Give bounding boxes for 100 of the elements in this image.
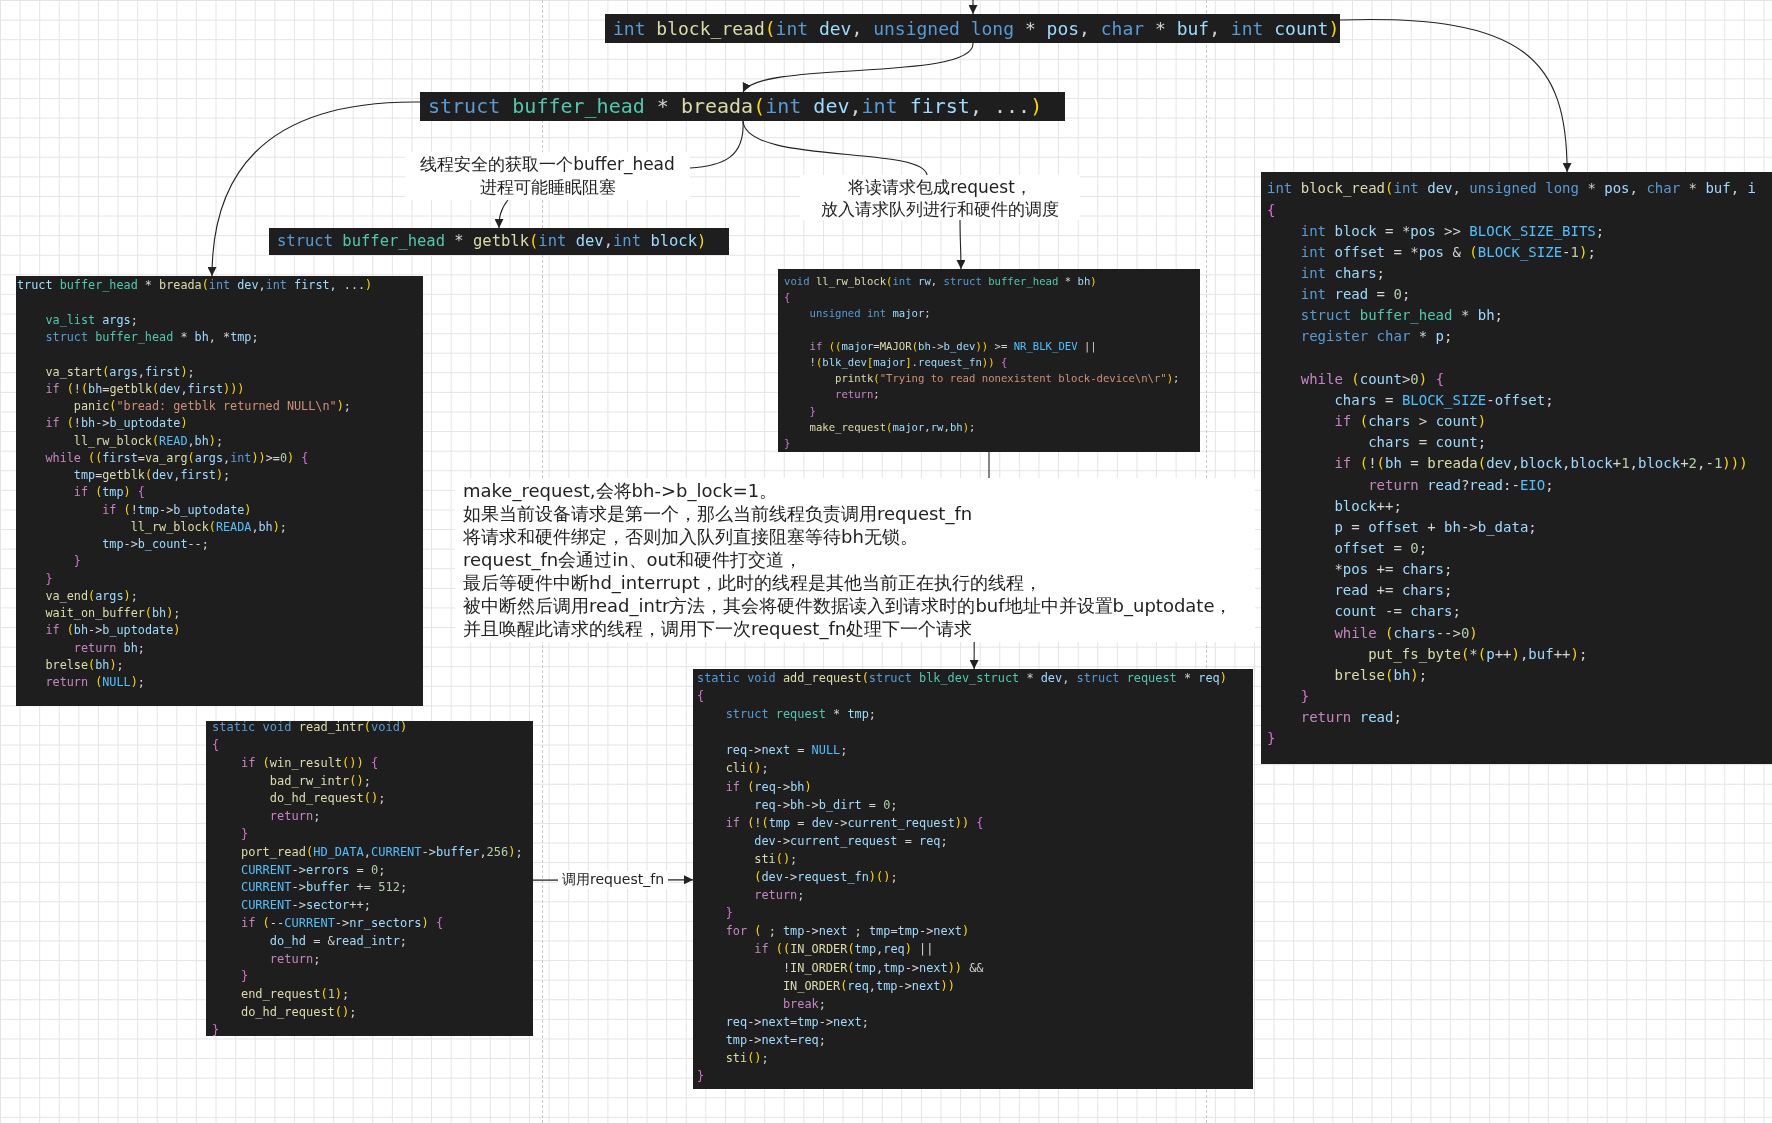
code-line: port_read(HD_DATA,CURRENT->buffer,256); [239, 843, 523, 861]
code-panel [269, 228, 729, 255]
connector-line [988, 451, 990, 479]
function-signature: int block_read(int dev, unsigned long * pos, char * buf, int count) [613, 17, 1340, 41]
code-line: } [784, 435, 791, 451]
code-line: sti(); [753, 850, 798, 868]
code-line: panic("bread: getblk returned NULL\n"); [72, 398, 351, 416]
code-line: struct request * tmp; [724, 706, 877, 724]
code-line: count -= chars; [1333, 602, 1461, 622]
arrow [494, 199, 509, 229]
code-line: tmp=getblk(dev,first); [72, 467, 231, 485]
code-panel [16, 276, 423, 706]
code-line: int block_read(int dev, unsigned long * pos, char * buf, i [1267, 179, 1756, 199]
code-line: *pos += chars; [1333, 560, 1453, 580]
code-line: truct buffer_head * breada(int dev,int first, ...) [17, 277, 373, 295]
code-line: { [784, 290, 791, 306]
code-line: p = offset + bh->b_data; [1333, 517, 1537, 538]
code-line: va_start(args,first); [44, 363, 195, 381]
code-panel [778, 269, 1200, 452]
code-line: tmp->b_count--; [101, 536, 209, 554]
code-line: return read; [1299, 708, 1402, 728]
code-line: chars = BLOCK_SIZE-offset; [1333, 390, 1554, 411]
arrow [1339, 19, 1572, 173]
arrow [532, 875, 694, 885]
code-line: req->next=tmp->next; [724, 1013, 869, 1031]
code-line: struct buffer_head * bh, *tmp; [44, 329, 259, 347]
code-line: sti(); [724, 1050, 769, 1068]
code-line: va_list args; [44, 311, 138, 329]
code-line: int offset = *pos & (BLOCK_SIZE-1); [1299, 242, 1596, 263]
code-line: int read = 0; [1299, 285, 1411, 305]
code-line: wait_on_buffer(bh); [44, 605, 181, 623]
code-line: ll_rw_block(READA,bh); [129, 518, 287, 536]
code-line: tmp->next=req; [724, 1031, 826, 1049]
code-line: } [239, 968, 249, 986]
code-line: if (!(tmp = dev->current_request)) { [724, 814, 984, 832]
code-line: { [212, 736, 220, 754]
code-line: while (chars-->0) [1333, 623, 1478, 643]
note-text: 将读请求包成request， [847, 176, 1033, 198]
code-line: put_fs_byte(*(p++),buf++); [1367, 644, 1588, 665]
arrow [968, 0, 978, 15]
code-panel [1261, 172, 1772, 764]
note-text: make_request,会将bh->b_lock=1。 [463, 479, 778, 502]
code-line: va_end(args); [44, 587, 138, 605]
code-line: printk("Trying to read nonexistent block-device\n\r"); [834, 371, 1180, 387]
code-line: read += chars; [1333, 581, 1453, 601]
code-line: int block = *pos >> BLOCK_SIZE_BITS; [1299, 221, 1605, 242]
code-line: if (!tmp->b_uptodate) [101, 501, 252, 519]
code-line: if (!(bh = breada(dev,block,block+1,block+2,-1))) [1333, 454, 1748, 474]
code-line: if (req->bh) [724, 778, 812, 796]
note-text: 并且唤醒此请求的线程，调用下一次request_fn处理下一个请求 [463, 617, 973, 640]
code-line: return; [268, 808, 321, 826]
code-line: while (count>0) { [1299, 369, 1445, 389]
code-line: CURRENT->errors = 0; [239, 861, 386, 879]
code-line: if (--CURRENT->nr_sectors) { [239, 914, 444, 932]
code-line: } [808, 403, 816, 419]
code-line: block++; [1333, 496, 1402, 516]
code-line: return; [834, 387, 880, 403]
code-line: struct buffer_head * bh; [1299, 306, 1504, 326]
function-signature: struct buffer_head * breada(int dev,int first, ...) [428, 93, 1043, 120]
code-line: ll_rw_block(READ,bh); [72, 432, 224, 450]
note-text: request_fn会通过in、out和硬件打交道， [463, 548, 803, 571]
code-line: IN_ORDER(req,tmp->next)) [781, 977, 955, 995]
code-line: } [44, 570, 53, 588]
code-line: } [212, 1021, 220, 1036]
edge-label: 调用request_fn [558, 870, 668, 889]
code-line: if (!bh->b_uptodate) [44, 415, 188, 433]
code-line: do_hd_request(); [268, 790, 386, 808]
code-line: cli(); [724, 760, 769, 778]
code-line: unsigned int major; [808, 306, 931, 322]
code-line: return read?read:-EIO; [1367, 475, 1554, 495]
arrow [969, 641, 979, 670]
note-text: 被中断然后调用read_intr方法，其会将硬件数据读入到请求时的buf地址中并设置b_uptodate， [463, 594, 1233, 617]
code-line: register char * p; [1299, 327, 1453, 347]
code-line: req->bh->b_dirt = 0; [753, 796, 898, 814]
code-line: } [239, 825, 249, 843]
code-line: CURRENT->sector++; [239, 897, 371, 915]
code-line: brelse(bh); [1333, 665, 1428, 685]
code-line: static void read_intr(void) [212, 721, 408, 737]
connector-line [742, 120, 928, 176]
code-line: !IN_ORDER(tmp,tmp->next)) && [781, 959, 984, 977]
code-line: { [1267, 200, 1276, 220]
code-line: for ( ; tmp->next ; tmp=tmp->next) [724, 923, 970, 941]
code-line: } [1267, 729, 1276, 749]
code-line: break; [781, 995, 826, 1013]
code-line: return (NULL); [44, 674, 145, 692]
code-line: void ll_rw_block(int rw, struct buffer_head * bh) [784, 273, 1097, 290]
code-line: return; [268, 950, 321, 968]
code-line: { [697, 688, 705, 706]
code-line: } [1299, 687, 1310, 706]
code-line: return bh; [72, 639, 145, 657]
code-line: dev->current_request = req; [753, 832, 948, 850]
arrow [742, 42, 974, 93]
code-line: chars = count; [1367, 433, 1487, 453]
code-panel [693, 669, 1253, 1089]
code-line: if (tmp) { [72, 484, 145, 502]
code-line: return; [753, 887, 805, 905]
code-line: if (win_result()) { [239, 754, 379, 772]
code-line: } [697, 1068, 705, 1086]
code-line: end_request(1); [239, 986, 350, 1004]
code-panel [605, 14, 1340, 43]
